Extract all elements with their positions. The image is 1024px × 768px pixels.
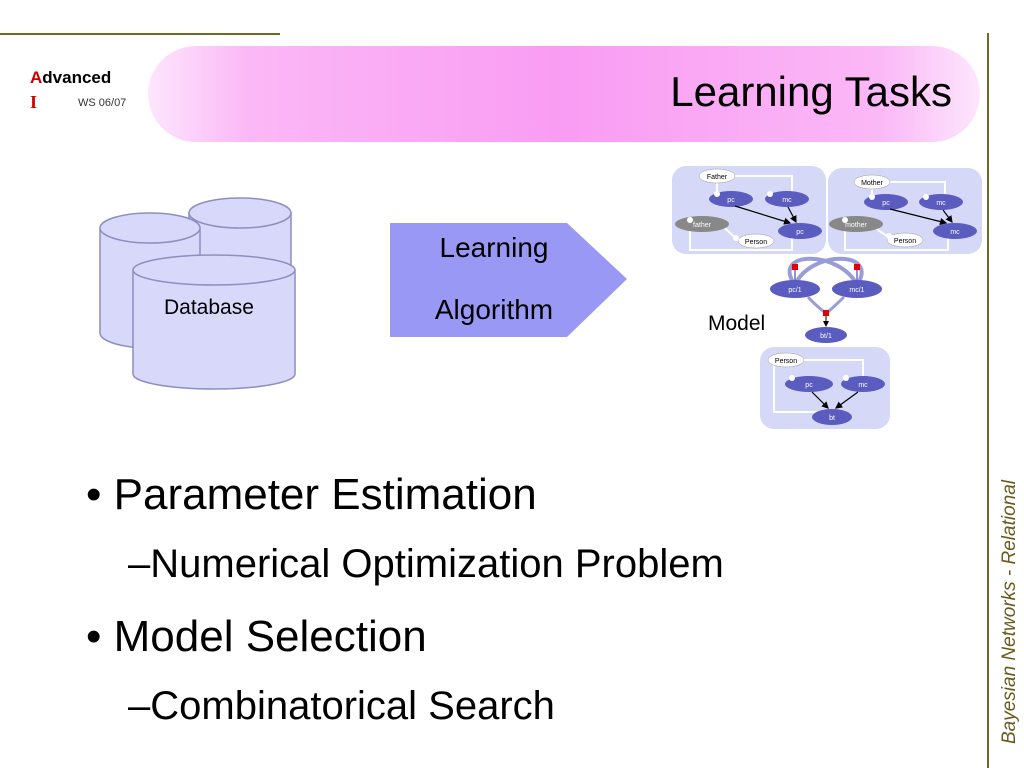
node-bt-1: bt/1 bbox=[820, 333, 832, 340]
sub-bullet-numerical-optimization: –Numerical Optimization Problem bbox=[128, 542, 724, 586]
mother-box-header: Mother bbox=[861, 180, 883, 187]
node-mc-1: mc/1 bbox=[849, 287, 864, 294]
bullet-model-selection: • Model Selection bbox=[86, 612, 427, 661]
mother-node-mc: mc bbox=[936, 200, 946, 207]
title-bar: Learning Tasks bbox=[148, 46, 980, 142]
person-box-header: Person bbox=[775, 358, 797, 365]
person-node-mc: mc bbox=[858, 382, 868, 389]
logo-advanced: Advanced bbox=[30, 68, 112, 87]
logo-i: I bbox=[30, 92, 38, 112]
person-node-bt: bt bbox=[829, 415, 835, 422]
father-node-father: father bbox=[693, 222, 712, 229]
person-node-pc: pc bbox=[805, 382, 813, 389]
person-clause-box: Person pc mc bt bbox=[760, 347, 890, 429]
father-node-pc2: pc bbox=[796, 229, 804, 236]
aggregation-layer: pc/1 mc/1 bt/1 bbox=[770, 256, 882, 343]
semester-label: WS 06/07 bbox=[78, 97, 127, 109]
algorithm-label-line2: Algorithm bbox=[434, 294, 554, 325]
model-diagram: Father pc mc father Person pc Mother pc … bbox=[672, 166, 982, 429]
page-title: Learning Tasks bbox=[670, 68, 952, 115]
mother-node-pc: pc bbox=[882, 200, 890, 207]
learning-algorithm-arrow bbox=[390, 223, 627, 337]
bullet-parameter-estimation: • Parameter Estimation bbox=[86, 470, 537, 519]
side-course-title: Bayesian Networks - Relational bbox=[999, 479, 1020, 745]
database-label: Database bbox=[164, 296, 254, 319]
father-box-header: Father bbox=[707, 174, 728, 181]
father-clause-box: Father pc mc father Person pc bbox=[672, 166, 826, 254]
father-node-person: Person bbox=[745, 239, 767, 246]
sub-bullet-combinatorical-search: –Combinatorical Search bbox=[128, 684, 555, 728]
top-divider-line bbox=[0, 33, 280, 35]
father-node-mc: mc bbox=[782, 197, 792, 204]
model-label: Model bbox=[708, 312, 766, 335]
right-divider-line bbox=[987, 33, 989, 768]
node-pc-1: pc/1 bbox=[788, 287, 801, 294]
database-icon bbox=[99, 197, 296, 390]
mother-node-person: Person bbox=[894, 238, 916, 245]
algorithm-label-line1: Learning bbox=[439, 232, 549, 263]
mother-node-mother: mother bbox=[845, 222, 867, 229]
mother-node-mc2: mc bbox=[950, 229, 960, 236]
mother-clause-box: Mother pc mc mother Person mc bbox=[828, 168, 982, 254]
father-node-pc: pc bbox=[727, 197, 735, 204]
